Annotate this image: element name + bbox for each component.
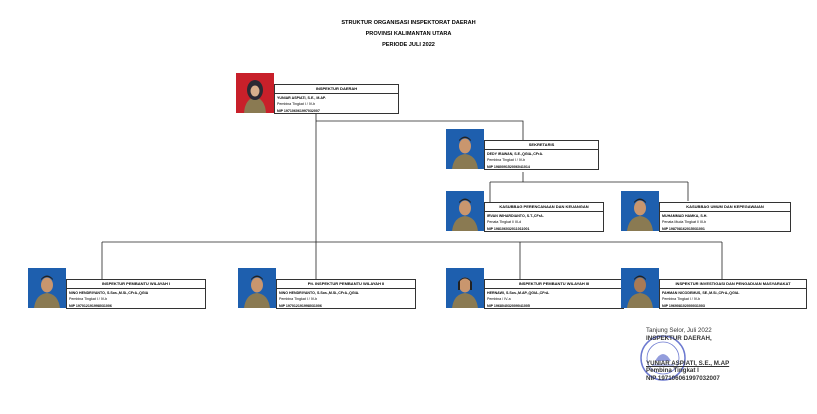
person-nip: NIP 197106061997032007	[277, 108, 320, 113]
photo-kasubbag-perencanaan	[446, 191, 484, 231]
person-nip: NIP 196908102000031003	[662, 303, 705, 308]
person-icon	[446, 191, 484, 231]
connector-to-sekretaris	[316, 120, 524, 140]
person-icon	[621, 268, 659, 308]
person-nip: NIP 198106032011011001	[487, 226, 530, 231]
person-rank: Pembina / IV-a	[487, 297, 511, 302]
signature-nip: NIP 197106061997032007	[646, 375, 720, 383]
person-nip: NIP 198009152006041014	[487, 164, 530, 169]
photo-sekretaris	[446, 129, 484, 169]
photo-irban-wilayah-2	[238, 268, 276, 308]
person-name: MUHAMMAD HAMKA, S.H.	[662, 214, 708, 218]
person-nip: NIP 197012191998031006	[69, 303, 112, 308]
person-icon	[238, 268, 276, 308]
photo-kasubbag-umum	[621, 191, 659, 231]
position-title: INSPEKTUR PEMBANTU WILAYAH I	[67, 280, 205, 289]
person-rank: Pembina Tingkat I / IV-b	[279, 297, 318, 302]
person-rank: Pembina Tingkat I / IV-b	[69, 297, 108, 302]
person-rank: Pembina Tingkat I / IV-b	[487, 158, 526, 163]
person-icon	[446, 268, 484, 308]
position-title: INSPEKTUR PEMBANTU WILAYAH III	[485, 280, 623, 289]
person-name: IRVAN WIHARDIANTO, S.T.,CFrA.	[487, 214, 544, 218]
person-nip: NIP 196804032009041005	[487, 303, 530, 308]
person-icon	[446, 129, 484, 169]
person-name: FAHMAN NICODEMUS, SE.,M.Si.,CFrA.,QGIA.	[662, 291, 740, 295]
position-title: KASUBBAG PERENCANAAN DAN KEUANGAN	[485, 203, 603, 212]
chart-title: STRUKTUR ORGANISASI INSPEKTORAT DAERAH P…	[0, 18, 817, 51]
person-rank: Pembina Tingkat I / IV-b	[662, 297, 701, 302]
person-nip: NIP 197012191998031006	[279, 303, 322, 308]
photo-inspektur	[236, 73, 274, 113]
photo-irban-wilayah-1	[28, 268, 66, 308]
person-icon	[236, 73, 274, 113]
person-rank: Pembina Tingkat I / IV-b	[277, 102, 316, 107]
signature-space	[646, 343, 729, 360]
person-rank: Penata Muda Tingkat I/ III-b	[662, 220, 707, 225]
title-line-3: PERIODE JULI 2022	[382, 42, 435, 48]
signature-block: Tanjung Selor, Juli 2022 INSPEKTUR DAERA…	[646, 327, 729, 383]
position-title: INSPEKTUR INVESTIGASI DAN PENGADUAN MASY…	[660, 280, 806, 289]
title-line-2: PROVINSI KALIMANTAN UTARA	[365, 31, 452, 37]
person-name: DEDY IRAWAN, S.E.,QGIA.,CFrA.	[487, 152, 544, 156]
photo-irban-wilayah-3	[446, 268, 484, 308]
position-title: INSPEKTUR DAERAH	[275, 85, 398, 94]
signature-place-date: Tanjung Selor, Juli 2022	[646, 327, 712, 334]
photo-irban-investigasi	[621, 268, 659, 308]
official-stamp-icon	[640, 335, 686, 381]
position-title: Plt. INSPEKTUR PEMBANTU WILAYAH II	[277, 280, 415, 289]
person-name: NINO HENDRIYANTO, S.Sos.,M.Si.,CFrA.,QGI…	[279, 291, 360, 295]
person-rank: Penata Tingkat I/ III-d	[487, 220, 522, 225]
position-title: SEKRETARIS	[485, 141, 598, 150]
signature-name: YUNIAR ASPIATI, S.E., M.AP	[646, 359, 730, 367]
person-icon	[28, 268, 66, 308]
signature-rank: Pembina Tingkat I	[646, 367, 699, 375]
person-name: YUNIAR ASPIATI, S.E., M.AP.	[277, 96, 326, 100]
person-nip: NIP 198708162015031001	[662, 226, 705, 231]
person-name: NINO HENDRIYANTO, S.Sos.,M.Si.,CFrA.,QGI…	[69, 291, 149, 295]
person-name: HERNAWI, S.Sos.,M.AP.,QGIA.,CFrA.	[487, 291, 550, 295]
position-title: KASUBBAG UMUM DAN KEPEGAWAIAN	[660, 203, 790, 212]
title-line-1: STRUKTUR ORGANISASI INSPEKTORAT DAERAH	[341, 20, 476, 26]
signature-position: INSPEKTUR DAERAH,	[646, 334, 712, 342]
person-icon	[621, 191, 659, 231]
